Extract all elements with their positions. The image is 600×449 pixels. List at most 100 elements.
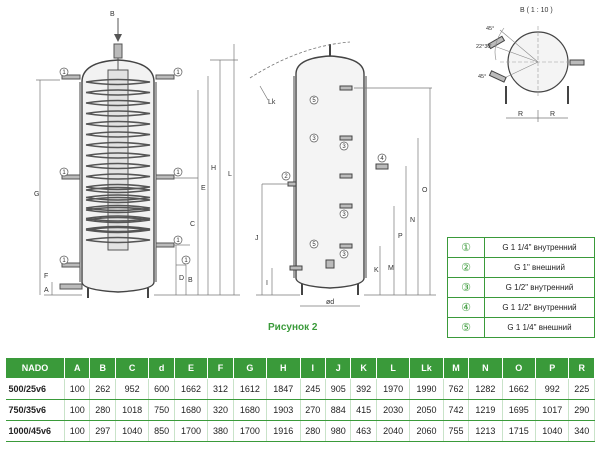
- value-cell: 884: [325, 399, 352, 421]
- model-cell: 1000/45v6: [5, 420, 65, 442]
- coil-loop: [85, 141, 151, 149]
- value-cell: 1847: [266, 378, 301, 400]
- coil-loop: [85, 110, 151, 117]
- column-header: O: [501, 357, 537, 379]
- value-cell: 100: [64, 378, 91, 400]
- value-cell: 1017: [535, 399, 570, 421]
- column-header: NADO: [5, 357, 65, 379]
- callout-circle: [339, 249, 349, 259]
- value-cell: 980: [325, 420, 352, 442]
- callout-number: 3: [342, 252, 346, 258]
- value-cell: 1040: [115, 420, 150, 442]
- coil-loop: [85, 173, 151, 180]
- coil-loop-lower: [85, 236, 151, 244]
- angle-label-1: 45°: [486, 26, 494, 32]
- callout-circle: [181, 255, 191, 265]
- value-cell: 280: [89, 399, 116, 421]
- value-cell: 100: [64, 420, 91, 442]
- dim-f-label: F: [44, 273, 48, 280]
- callout-circle: [59, 255, 69, 265]
- value-cell: 600: [148, 378, 175, 400]
- dim-i-label: I: [266, 280, 268, 287]
- detail-b-top-view: [487, 26, 585, 122]
- legend-description: G 1 1/4" внешний: [484, 317, 595, 338]
- value-cell: 392: [350, 378, 377, 400]
- dim-o-label: O: [422, 187, 428, 194]
- coil-loop: [85, 99, 151, 107]
- value-cell: 1219: [468, 399, 503, 421]
- column-header: B: [89, 357, 116, 379]
- dim-a-label: A: [44, 287, 49, 294]
- value-cell: 1990: [409, 378, 444, 400]
- coil-loop-lower: [85, 186, 151, 194]
- legend-number: ②: [447, 257, 485, 278]
- column-header: d: [148, 357, 175, 379]
- value-cell: 1715: [502, 420, 537, 442]
- column-header: E: [173, 357, 209, 379]
- value-cell: 1903: [266, 399, 301, 421]
- value-cell: 312: [207, 378, 234, 400]
- legend-number: ④: [447, 297, 485, 318]
- legend-number: ③: [447, 277, 485, 298]
- column-header: G: [232, 357, 268, 379]
- value-cell: 1612: [233, 378, 268, 400]
- value-cell: 100: [64, 399, 91, 421]
- callout-number: 1: [62, 170, 66, 176]
- value-cell: 1700: [233, 420, 268, 442]
- value-cell: 755: [443, 420, 470, 442]
- coil-loop: [85, 204, 151, 212]
- model-cell: 750/35v6: [5, 399, 65, 421]
- callout-circle: [173, 235, 183, 245]
- legend-description: G 1 1/2" внутренний: [484, 297, 595, 318]
- dim-e-label: E: [201, 185, 206, 192]
- value-cell: 1916: [266, 420, 301, 442]
- value-cell: 750: [148, 399, 175, 421]
- figure-caption: Рисунок 2: [268, 322, 318, 333]
- value-cell: 320: [207, 399, 234, 421]
- dim-lk-label: Lk: [268, 99, 276, 106]
- coil-loop: [85, 89, 151, 96]
- callout-number: 1: [176, 238, 180, 244]
- callout-number: 1: [176, 70, 180, 76]
- value-cell: 1680: [233, 399, 268, 421]
- value-cell: 290: [568, 399, 595, 421]
- callout-circle: [281, 171, 291, 181]
- callout-circle: [339, 141, 349, 151]
- callout-circle: [173, 167, 183, 177]
- value-cell: 2030: [376, 399, 411, 421]
- dim-r1-label: R: [518, 111, 523, 118]
- left-tank-dimensions: [36, 44, 240, 296]
- value-cell: 1018: [115, 399, 150, 421]
- coil-loop: [85, 120, 151, 128]
- dim-g-label: G: [34, 191, 39, 198]
- value-cell: 1695: [502, 399, 537, 421]
- middle-tank-dimensions: [256, 87, 436, 307]
- coil-loop: [85, 183, 151, 191]
- value-cell: 905: [325, 378, 352, 400]
- dim-p-label: P: [398, 233, 403, 240]
- angle-label-2: 22°30': [476, 44, 492, 50]
- angle-label-3: 45°: [478, 74, 486, 80]
- legend-number: ⑤: [447, 317, 485, 338]
- dim-n-label: N: [410, 217, 415, 224]
- value-cell: 280: [300, 420, 326, 442]
- heat-exchanger-coils: [85, 78, 151, 244]
- dim-k-label: K: [374, 267, 379, 274]
- dim-l-label: L: [228, 171, 232, 178]
- callout-number: 4: [380, 156, 384, 162]
- coil-loop: [85, 131, 151, 138]
- callout-number: 2: [284, 174, 288, 180]
- value-cell: 1213: [468, 420, 503, 442]
- value-cell: 380: [207, 420, 234, 442]
- detail-b-title: B ( 1 : 10 ): [520, 7, 553, 14]
- callout-circle: [59, 167, 69, 177]
